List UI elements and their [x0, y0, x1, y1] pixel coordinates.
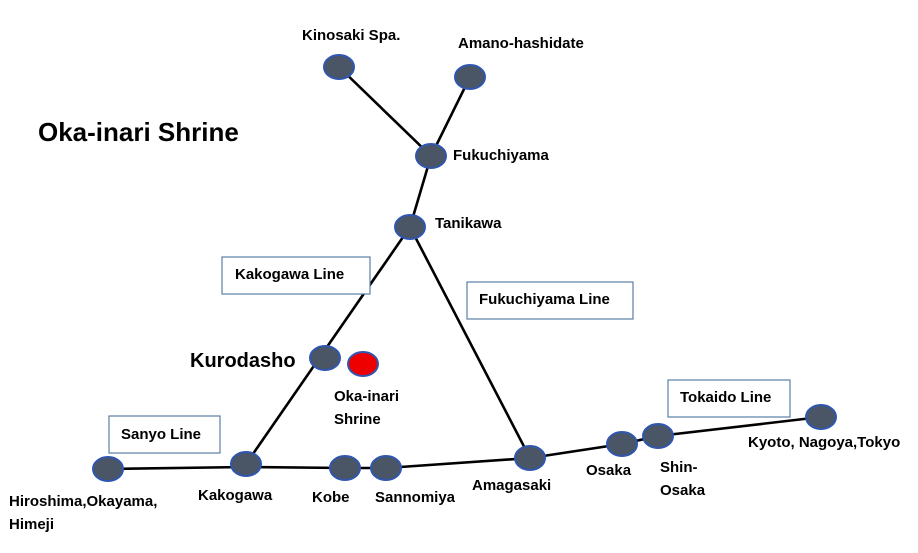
label-osaka: Osaka	[586, 462, 632, 479]
station-tanikawa	[394, 214, 426, 240]
tokaido-line-label: Tokaido Line	[680, 389, 771, 406]
label-hiroshima-line1: Hiroshima,Okayama,	[9, 493, 157, 510]
label-kyoto: Kyoto, Nagoya,Tokyo	[748, 434, 900, 451]
station-kurodasho	[309, 345, 341, 371]
fukuchiyama-line-box	[466, 281, 634, 320]
station-kinosaki	[323, 54, 355, 80]
station-kyoto	[805, 404, 837, 430]
label-kobe: Kobe	[312, 489, 350, 506]
sanyo-line-box	[108, 415, 221, 454]
station-osaka	[606, 431, 638, 457]
line-kinosaki-fukuchiyama	[337, 65, 433, 158]
shrine-label-line1: Oka-inari	[334, 388, 399, 405]
line-amanohashidate-fukuchiyama	[429, 75, 472, 158]
station-hiroshima	[92, 456, 124, 482]
page-title: Oka-inari Shrine	[38, 117, 239, 147]
label-shin-osaka-line2: Osaka	[660, 482, 706, 499]
line-fukuchiyama-line	[408, 225, 532, 460]
label-sannomiya: Sannomiya	[375, 489, 456, 506]
station-sannomiya	[370, 455, 402, 481]
station-shin-osaka	[642, 423, 674, 449]
label-fukuchiyama: Fukuchiyama	[453, 147, 550, 164]
kurodasho-label: Kurodasho	[190, 350, 296, 372]
station-amanohashidate	[454, 64, 486, 90]
kakogawa-line-box	[221, 256, 371, 295]
label-kinosaki: Kinosaki Spa.	[302, 27, 400, 44]
label-amagasaki: Amagasaki	[472, 477, 551, 494]
label-amanohashidate: Amano-hashidate	[458, 35, 584, 52]
label-tanikawa: Tanikawa	[435, 215, 502, 232]
kakogawa-line-label: Kakogawa Line	[235, 266, 344, 283]
line-sanyo	[106, 465, 248, 471]
station-kakogawa	[230, 451, 262, 477]
line-tokaido	[528, 415, 823, 460]
line-kobe-amagasaki	[244, 456, 532, 470]
fukuchiyama-line-label: Fukuchiyama Line	[479, 291, 610, 308]
label-hiroshima-line2: Himeji	[9, 516, 54, 533]
station-kobe	[329, 455, 361, 481]
station-amagasaki	[514, 445, 546, 471]
sanyo-line-label: Sanyo Line	[121, 426, 201, 443]
label-kakogawa: Kakogawa	[198, 487, 273, 504]
label-shin-osaka-line1: Shin-	[660, 459, 698, 476]
shrine-label-line2: Shrine	[334, 411, 381, 428]
tokaido-line-box	[667, 379, 791, 418]
station-fukuchiyama	[415, 143, 447, 169]
shrine-marker	[347, 351, 379, 377]
